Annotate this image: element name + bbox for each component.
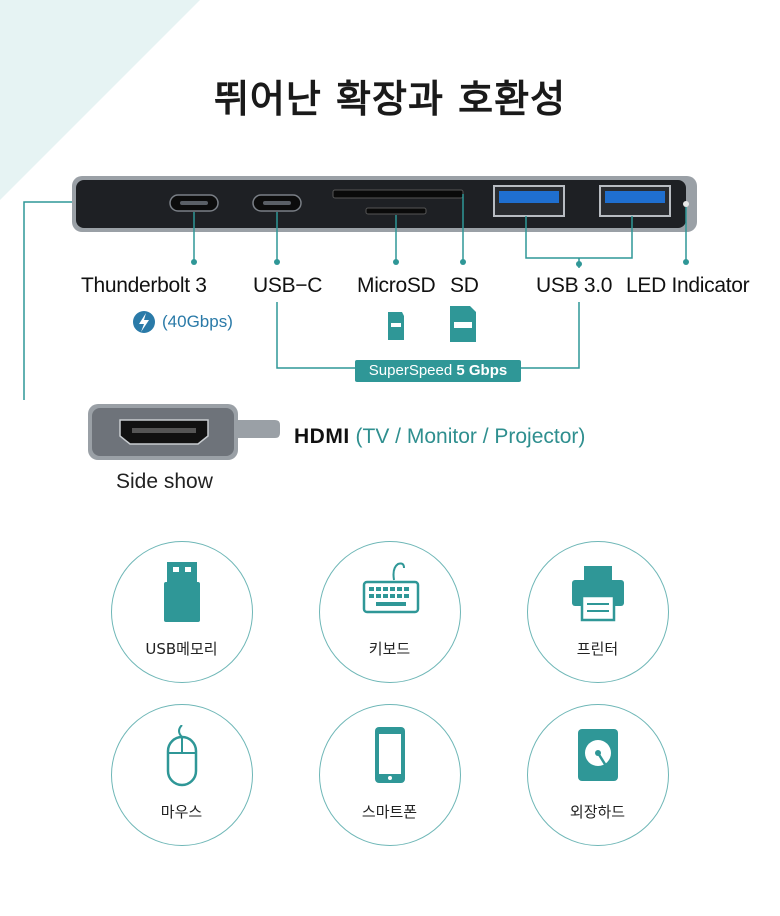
compat-external-hdd: 외장하드 xyxy=(527,704,669,846)
corner-decoration xyxy=(0,0,200,200)
usb3-label: USB 3.0 xyxy=(536,274,613,297)
usb3-port-2 xyxy=(599,185,671,217)
thunderbolt-icon xyxy=(133,311,155,333)
microsd-label: MicroSD xyxy=(357,274,436,297)
side-show-caption: Side show xyxy=(116,470,213,493)
led-dot xyxy=(683,201,689,207)
compat-smartphone: 스마트폰 xyxy=(319,704,461,846)
compat-keyboard: 키보드 xyxy=(319,541,461,683)
compat-printer: 프린터 xyxy=(527,541,669,683)
hdmi-label: HDMI (TV / Monitor / Projector) xyxy=(294,425,586,448)
smartphone-icon xyxy=(375,727,405,783)
usb-drive-icon xyxy=(164,562,200,622)
compat-mouse: 마우스 xyxy=(111,704,253,846)
superspeed-badge: SuperSpeed 5 Gbps xyxy=(355,360,521,382)
led-indicator-label: LED Indicator xyxy=(626,274,750,297)
printer-icon xyxy=(572,566,624,622)
usbc-label: USB−C xyxy=(253,274,323,297)
compat-usb-memory: USB메모리 xyxy=(111,541,253,683)
keyboard-icon xyxy=(362,562,420,614)
thunderbolt-label: Thunderbolt 3 xyxy=(81,274,207,297)
hub-diagram xyxy=(23,176,697,400)
hard-drive-icon xyxy=(578,729,618,781)
sd-card-icon xyxy=(450,306,476,342)
usb3-port-1 xyxy=(493,185,565,217)
sd-label: SD xyxy=(450,274,479,297)
page-title: 뛰어난 확장과 호환성 xyxy=(213,77,567,121)
thunderbolt-speed: (40Gbps) xyxy=(162,312,233,331)
hdmi-side-view xyxy=(88,404,280,460)
sd-slot xyxy=(332,189,464,199)
mouse-icon xyxy=(166,725,198,787)
microsd-slot xyxy=(365,207,427,215)
microsd-card-icon xyxy=(388,312,404,340)
